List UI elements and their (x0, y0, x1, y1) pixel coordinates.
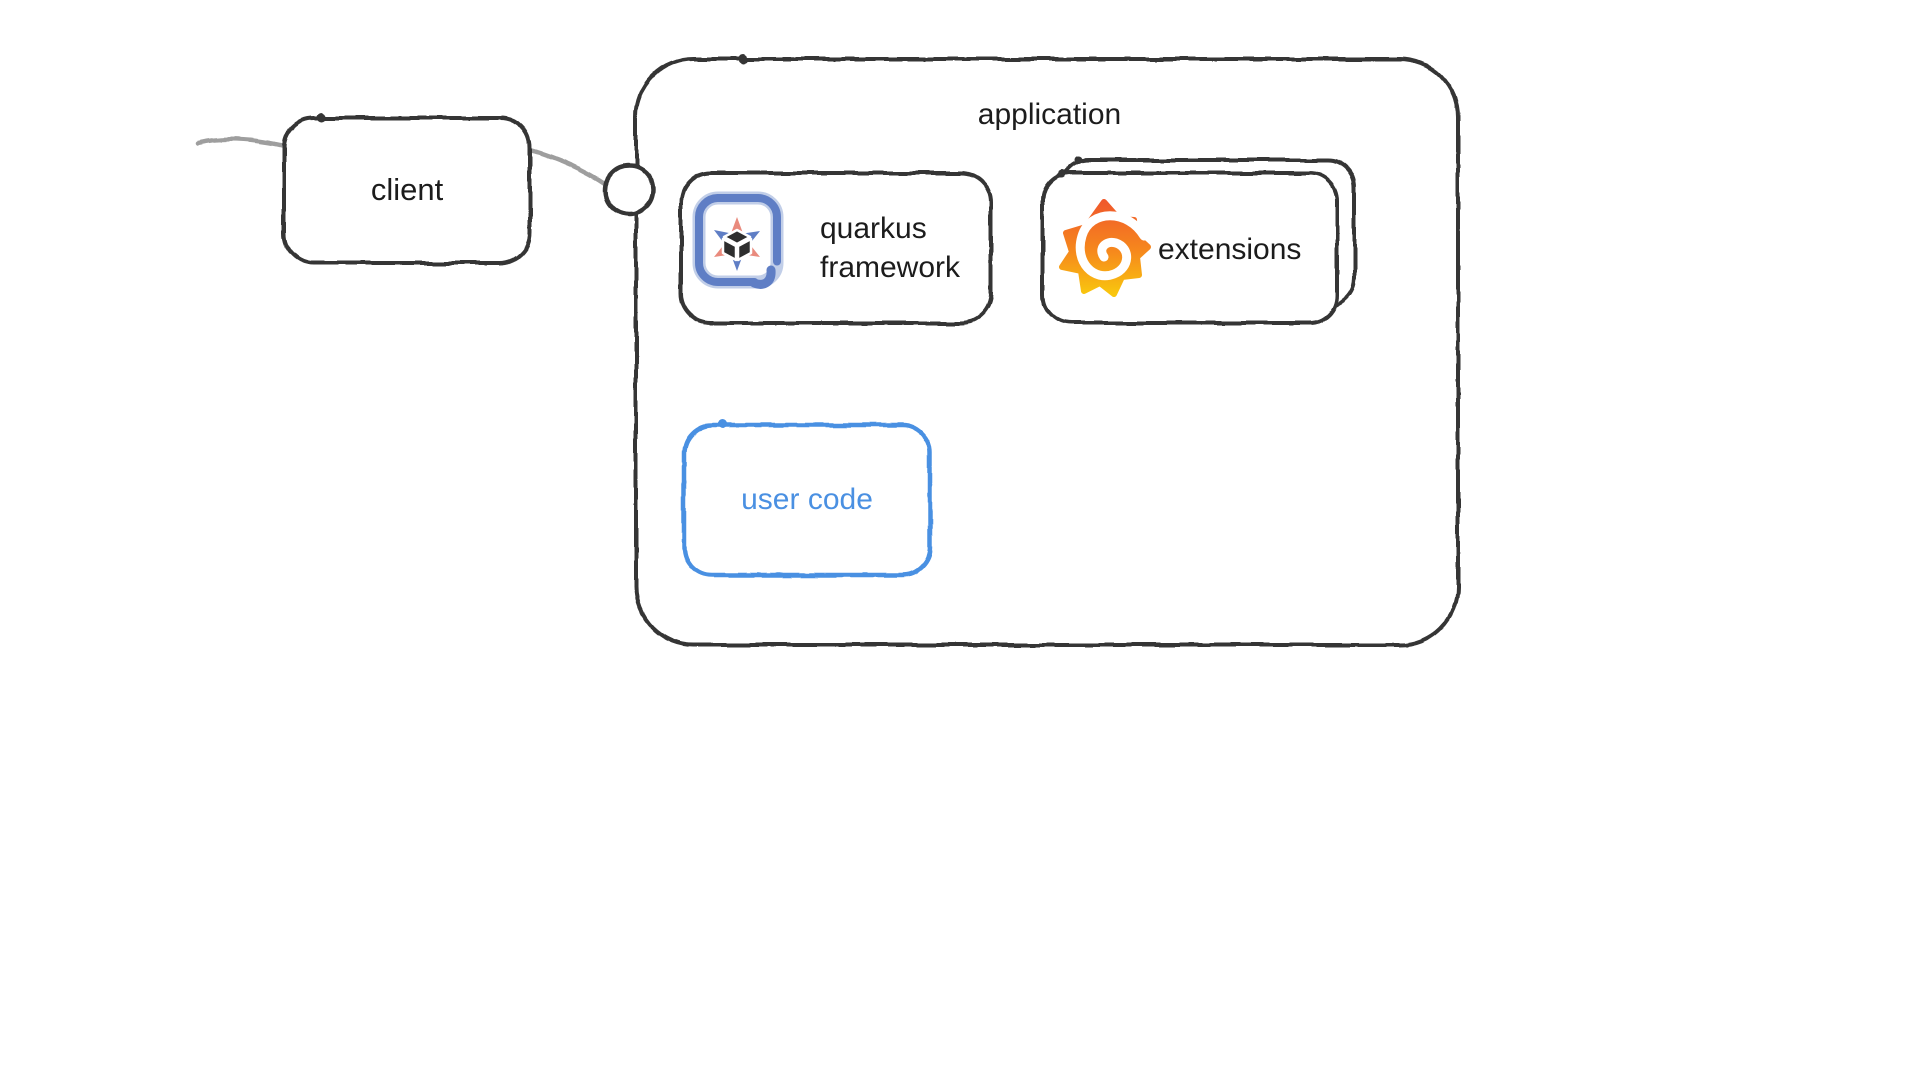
application-label: application (977, 98, 1122, 132)
extensions-label: extensions (1158, 233, 1302, 267)
stroke-dot (718, 419, 728, 429)
stroke-dot (1058, 170, 1066, 178)
stroke-dot (1075, 156, 1083, 164)
user-code-label: user code (741, 483, 873, 517)
stroke-dot (316, 112, 326, 122)
quarkus-framework-label: quarkus framework (820, 209, 960, 287)
client-box (282, 116, 532, 265)
user-code-box (681, 422, 933, 578)
client-label: client (370, 172, 444, 208)
connector-port-circle (602, 163, 656, 217)
quarkus-logo-icon (692, 191, 784, 289)
stroke-dot (738, 54, 748, 64)
grafana-logo-icon (1059, 199, 1151, 297)
quarkus-label-line1: quarkus (820, 212, 927, 245)
connector-client-to-app-line (527, 147, 610, 188)
quarkus-label-line2: framework (820, 251, 961, 284)
connector-left-line (195, 137, 288, 149)
